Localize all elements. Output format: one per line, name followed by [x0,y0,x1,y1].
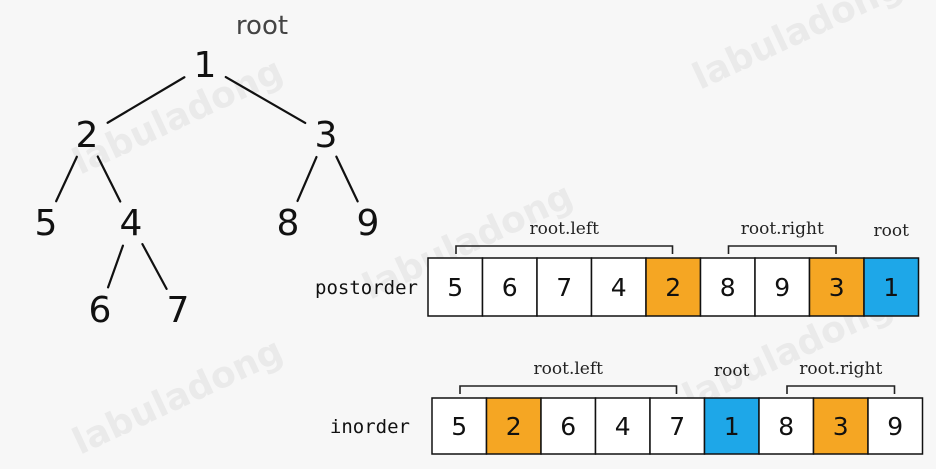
tree-node-2: 2 [76,115,99,156]
tree-edges [55,75,359,290]
postorder-bracket-label: root.right [741,219,824,239]
inorder-cell [867,397,924,455]
inorder-bracket-label: root.right [799,359,882,379]
inorder-cell-value: 6 [560,412,576,441]
postorder-cell-value: 3 [829,273,845,302]
inorder-array: inorder 5 2 6 4 7 1 8 3 9 root.left root.right root [330,359,924,455]
tree-edge-2-5 [55,155,78,203]
postorder-bracket-root-left [455,245,674,254]
postorder-cell [427,257,484,317]
inorder-cell [540,397,597,455]
postorder-cell-value: 6 [502,273,518,302]
tree-node-8: 8 [277,203,300,244]
inorder-cell [431,397,488,455]
traversal-arrays: postorder 5 6 7 4 2 8 9 3 1 root.left root.right roo… [315,219,924,455]
postorder-cell [808,257,865,317]
postorder-cell-value: 7 [556,273,572,302]
tree-root-label: root [236,11,288,41]
tree-node-4: 4 [120,203,143,244]
postorder-cell [645,257,702,317]
tree-edge-3-9 [335,155,359,203]
tree-edge-2-4 [96,155,122,203]
tree-node-7: 7 [167,290,190,331]
postorder-array: postorder 5 6 7 4 2 8 9 3 1 root.left root.right roo… [315,219,920,317]
watermark-text: labuladong [686,0,909,98]
inorder-cell-value: 9 [887,412,903,441]
inorder-root-marker: root [714,361,750,381]
inorder-cell-value: 3 [833,412,849,441]
inorder-cell [703,397,760,455]
postorder-root-marker: root [874,221,910,241]
postorder-cell [699,257,756,317]
inorder-cell-value: 1 [724,412,740,441]
tree-node-9: 9 [357,203,380,244]
postorder-bracket-label: root.left [530,219,600,239]
inorder-cell-value: 7 [669,412,685,441]
tree-edge-1-3 [224,75,307,125]
inorder-cell-value: 5 [451,412,467,441]
inorder-bracket-root-left [459,385,678,394]
postorder-cell-value: 4 [611,273,627,302]
tree-edge-4-7 [141,243,168,290]
inorder-cell-value: 4 [615,412,631,441]
inorder-bracket-label: root.left [534,359,604,379]
inorder-bracket-root-right [786,385,896,394]
inorder-cell-value: 8 [778,412,794,441]
inorder-cell [594,397,651,455]
postorder-cell-value: 5 [447,273,463,302]
tree-edge-1-2 [106,76,186,124]
postorder-cell-value: 8 [720,273,736,302]
postorder-bracket-root-right [727,245,837,254]
tree-edge-3-8 [296,155,318,203]
postorder-label: postorder [315,277,418,299]
inorder-label: inorder [330,416,410,438]
inorder-cell [649,397,706,455]
tree-node-6: 6 [89,290,112,331]
inorder-cell-value: 2 [506,412,522,441]
tree-node-1: 1 [194,45,217,86]
tree-node-5: 5 [35,203,58,244]
postorder-cell [536,257,593,317]
postorder-cell-value: 2 [665,273,681,302]
postorder-cell-value: 1 [883,273,899,302]
watermark-text: labuladong [66,330,289,463]
tree-nodes: 1 2 3 5 4 8 9 6 7 [35,45,380,331]
postorder-cell [481,257,538,317]
postorder-cell-value: 9 [774,273,790,302]
tree-edge-4-6 [106,244,125,289]
tree-node-3: 3 [315,115,338,156]
watermark-text: labuladong [66,50,289,183]
postorder-cell [863,257,920,317]
